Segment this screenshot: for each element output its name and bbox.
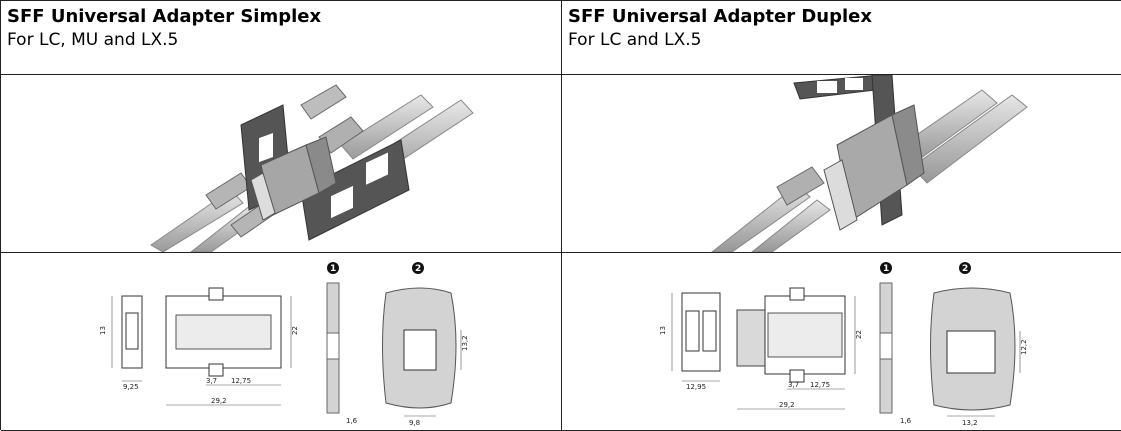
duplex-dim-1275: 12,75 xyxy=(810,381,830,389)
simplex-subtitle: For LC, MU and LX.5 xyxy=(7,30,179,50)
duplex-dimension-drawing: 13 12,95 22 29,2 3,7 12,75 1 1,6 2 xyxy=(659,262,1028,427)
duplex-marker-2 xyxy=(959,262,971,274)
duplex-dim-16: 1,6 xyxy=(900,417,912,425)
simplex-dim-292: 29,2 xyxy=(211,397,227,405)
simplex-dim-1275: 12,75 xyxy=(231,377,251,385)
duplex-dim-132: 13,2 xyxy=(962,419,978,427)
simplex-header-cell: SFF Universal Adapter Simplex For LC, MU… xyxy=(1,1,562,75)
simplex-dim-98: 9,8 xyxy=(409,419,420,427)
duplex-marker-2-label: 2 xyxy=(962,264,968,274)
duplex-photo-cell xyxy=(562,75,1121,253)
duplex-dim-22: 22 xyxy=(855,330,863,339)
simplex-photo-cell xyxy=(1,75,562,253)
duplex-marker-1 xyxy=(880,262,892,274)
duplex-subtitle: For LC and LX.5 xyxy=(568,30,702,50)
simplex-marker-1-label: 1 xyxy=(330,264,336,274)
simplex-dim-13: 13 xyxy=(99,326,107,335)
duplex-dim-1295: 12,95 xyxy=(686,383,706,391)
simplex-dim-37: 3,7 xyxy=(206,377,217,385)
simplex-drawing-cell: 13 9,25 22 29,2 3,7 12,75 1 1,6 2 xyxy=(1,253,562,431)
duplex-drawing-cell: 13 12,95 22 29,2 3,7 12,75 1 1,6 2 xyxy=(562,253,1121,431)
simplex-marker-2 xyxy=(412,262,424,274)
simplex-render-image xyxy=(150,84,474,252)
simplex-marker-1 xyxy=(327,262,339,274)
duplex-dim-122: 12,2 xyxy=(1020,339,1028,355)
simplex-dimension-drawing: 13 9,25 22 29,2 3,7 12,75 1 1,6 2 xyxy=(99,262,469,427)
simplex-dim-16: 1,6 xyxy=(346,417,358,425)
simplex-title: SFF Universal Adapter Simplex xyxy=(7,6,322,27)
simplex-dim-22: 22 xyxy=(291,326,299,335)
duplex-dim-13: 13 xyxy=(659,326,667,335)
duplex-title: SFF Universal Adapter Duplex xyxy=(568,6,872,27)
duplex-dim-292: 29,2 xyxy=(779,401,795,409)
duplex-render-image xyxy=(711,75,1028,252)
duplex-marker-1-label: 1 xyxy=(883,264,889,274)
duplex-header-cell: SFF Universal Adapter Duplex For LC and … xyxy=(562,1,1121,75)
duplex-dim-37: 3,7 xyxy=(788,381,799,389)
simplex-marker-2-label: 2 xyxy=(415,264,421,274)
simplex-dim-132: 13,2 xyxy=(461,335,469,351)
simplex-dim-925: 9,25 xyxy=(123,383,139,391)
